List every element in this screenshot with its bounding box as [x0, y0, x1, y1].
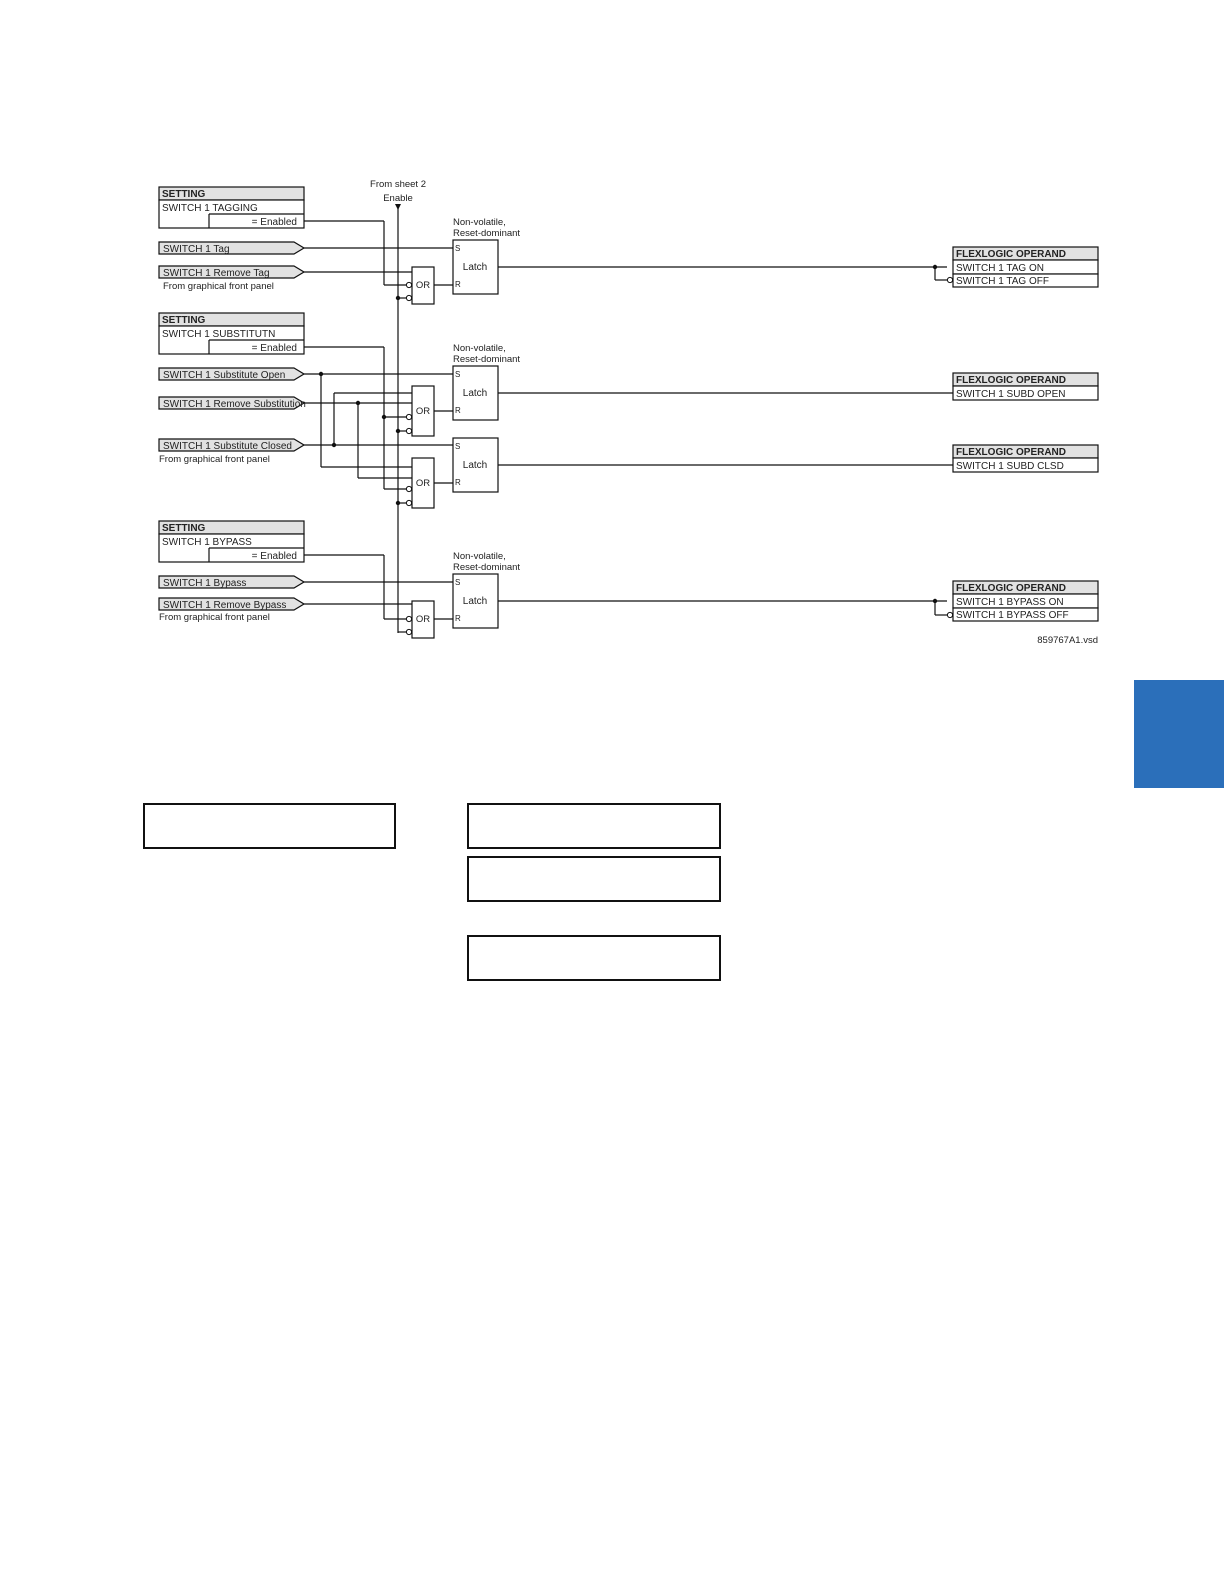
or-label: OR: [416, 614, 430, 625]
enabled-label: = Enabled: [252, 343, 297, 354]
latch-note-line2: Reset-dominant: [453, 354, 520, 365]
latch-note-line2: Reset-dominant: [453, 228, 520, 239]
input-tag: [158, 241, 306, 255]
operand-tag-off: SWITCH 1 TAG OFF: [956, 276, 1049, 287]
setting-substitution: SWITCH 1 SUBSTITUTN: [162, 329, 275, 340]
input-sub-closed: [158, 438, 306, 452]
latch-label: Latch: [463, 388, 487, 399]
input-tag-label: SWITCH 1 Tag: [163, 244, 230, 255]
setting-bypass: SWITCH 1 BYPASS: [162, 537, 252, 548]
front-panel-note: From graphical front panel: [163, 281, 274, 292]
sheet-ref-line2: Enable: [383, 193, 413, 204]
input-sub-open: [158, 367, 306, 381]
latch-note-line1: Non-volatile,: [453, 551, 506, 562]
operand-header: FLEXLOGIC OPERAND: [956, 249, 1066, 260]
operand-tag-on: SWITCH 1 TAG ON: [956, 263, 1044, 274]
input-remove-bypass: [158, 597, 306, 611]
input-sub-open-label: SWITCH 1 Substitute Open: [163, 370, 285, 381]
latch-note-line1: Non-volatile,: [453, 217, 506, 228]
enabled-label: = Enabled: [252, 551, 297, 562]
input-remove-sub-label: SWITCH 1 Remove Substitution: [163, 399, 306, 410]
enabled-label: = Enabled: [252, 217, 297, 228]
pin-r: R: [455, 478, 461, 487]
empty-box-3: [467, 856, 721, 902]
input-bypass-label: SWITCH 1 Bypass: [163, 578, 246, 589]
pin-s: S: [455, 578, 460, 587]
or-label: OR: [416, 478, 430, 489]
operand-bypass-off: SWITCH 1 BYPASS OFF: [956, 610, 1069, 621]
sheet-ref-line1: From sheet 2: [370, 179, 426, 190]
operand-bypass-on: SWITCH 1 BYPASS ON: [956, 597, 1064, 608]
operand-header: FLEXLOGIC OPERAND: [956, 375, 1066, 386]
pin-s: S: [455, 370, 460, 379]
setting-tagging: SWITCH 1 TAGGING: [162, 203, 258, 214]
pin-s: S: [455, 442, 460, 451]
pin-s: S: [455, 244, 460, 253]
pin-r: R: [455, 614, 461, 623]
operand-header: FLEXLOGIC OPERAND: [956, 447, 1066, 458]
figure-id: 859767A1.vsd: [1037, 635, 1098, 646]
latch-sub-open: [452, 365, 499, 421]
input-bypass: [158, 575, 306, 589]
setting-header: SETTING: [162, 315, 206, 326]
latch-note-line2: Reset-dominant: [453, 562, 520, 573]
input-remove-sub: [158, 396, 306, 410]
pin-r: R: [455, 280, 461, 289]
latch-label: Latch: [463, 460, 487, 471]
input-remove-tag: [158, 265, 306, 279]
or-label: OR: [416, 280, 430, 291]
latch-note-line1: Non-volatile,: [453, 343, 506, 354]
input-sub-closed-label: SWITCH 1 Substitute Closed: [163, 441, 292, 452]
latch-sub-closed: [452, 437, 499, 493]
setting-header: SETTING: [162, 523, 206, 534]
empty-box-2: [467, 803, 721, 849]
front-panel-note: From graphical front panel: [159, 454, 270, 465]
setting-header: SETTING: [162, 189, 206, 200]
empty-box-1: [143, 803, 396, 849]
operand-subd-clsd: SWITCH 1 SUBD CLSD: [956, 461, 1064, 472]
chapter-tab: [1134, 680, 1224, 788]
latch-label: Latch: [463, 262, 487, 273]
input-remove-tag-label: SWITCH 1 Remove Tag: [163, 268, 270, 279]
latch-bypass: [452, 573, 499, 629]
operand-header: FLEXLOGIC OPERAND: [956, 583, 1066, 594]
empty-box-4: [467, 935, 721, 981]
operand-subd-open: SWITCH 1 SUBD OPEN: [956, 389, 1065, 400]
pin-r: R: [455, 406, 461, 415]
input-remove-bypass-label: SWITCH 1 Remove Bypass: [163, 600, 286, 611]
or-label: OR: [416, 406, 430, 417]
front-panel-note: From graphical front panel: [159, 612, 270, 623]
switch-tagging-logic-diagram: From sheet 2 Enable SETTING SWITCH 1 TAG…: [158, 179, 1099, 646]
latch-label: Latch: [463, 596, 487, 607]
